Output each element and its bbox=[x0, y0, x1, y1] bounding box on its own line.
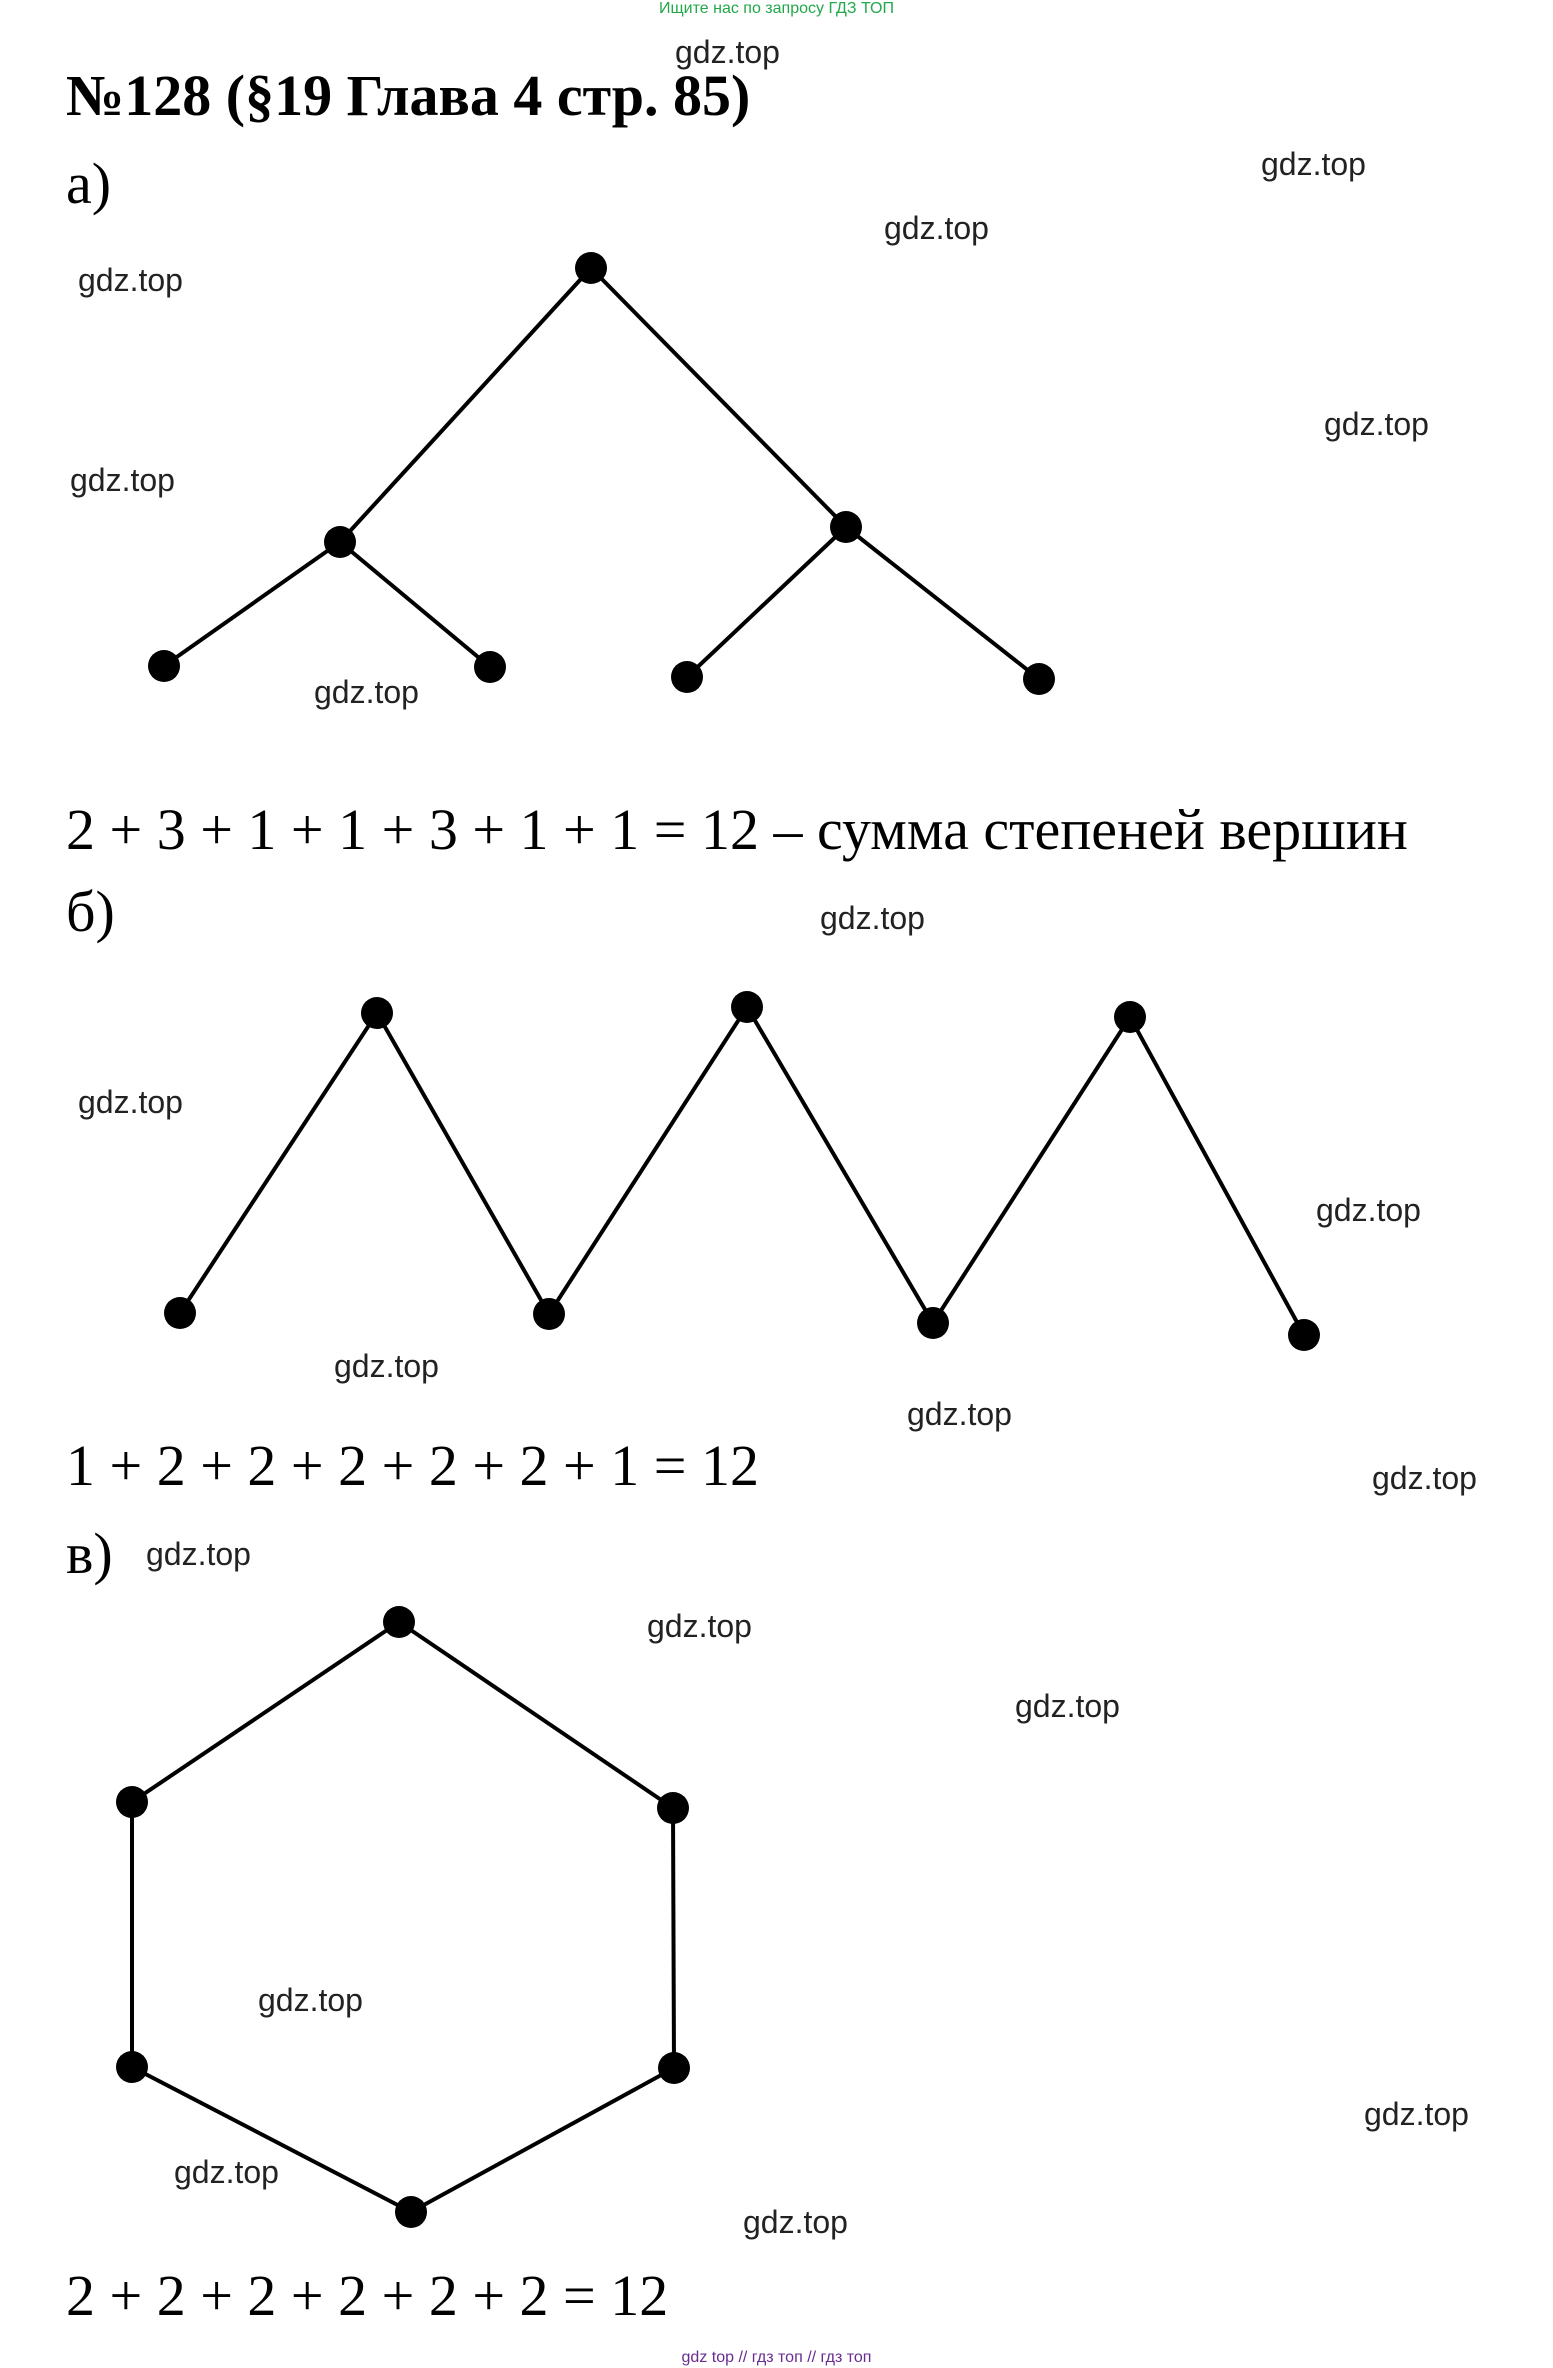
graph-vertex bbox=[116, 1786, 148, 1818]
graph-cycle-edges bbox=[130, 1619, 677, 2215]
graph-edge bbox=[589, 266, 848, 529]
graph-vertex bbox=[164, 1297, 196, 1329]
graph-vertex bbox=[671, 661, 703, 693]
watermark: gdz.top bbox=[78, 1084, 183, 1120]
watermark: gdz.top bbox=[1261, 146, 1366, 182]
watermark: gdz.top bbox=[258, 1982, 363, 2018]
watermark: gdz.top bbox=[907, 1396, 1012, 1432]
graph-vertex bbox=[830, 511, 862, 543]
part-a-label: а) bbox=[66, 151, 112, 216]
part-b-label: б) bbox=[66, 879, 115, 944]
watermark: gdz.top bbox=[743, 2204, 848, 2240]
graph-edge bbox=[162, 540, 342, 668]
watermark: gdz.top bbox=[1372, 1460, 1477, 1496]
graph-vertex bbox=[116, 2051, 148, 2083]
watermark: gdz.top bbox=[174, 2154, 279, 2190]
watermark: gdz.top bbox=[647, 1608, 752, 1644]
graph-edge bbox=[338, 540, 492, 669]
graph-edge bbox=[685, 525, 848, 679]
graph-vertex bbox=[324, 526, 356, 558]
watermark: gdz.top bbox=[78, 262, 183, 298]
graph-vertex bbox=[474, 651, 506, 683]
graph-vertex bbox=[395, 2196, 427, 2228]
watermark: gdz.top bbox=[675, 34, 780, 70]
graph-vertex bbox=[1114, 1001, 1146, 1033]
graph-vertex bbox=[658, 2052, 690, 2084]
graph-vertex bbox=[1288, 1319, 1320, 1351]
part-c-label: в) bbox=[66, 1521, 113, 1586]
watermark: gdz.top bbox=[146, 1536, 251, 1572]
watermark: gdz.top bbox=[314, 674, 419, 710]
graph-vertex bbox=[575, 252, 607, 284]
watermark: gdz.top bbox=[820, 900, 925, 936]
graph-vertex bbox=[731, 991, 763, 1023]
watermark: gdz.top bbox=[884, 210, 989, 246]
watermark: gdz.top bbox=[1316, 1192, 1421, 1228]
footer: gdz top // гдз топ // гдз топ bbox=[681, 2349, 872, 2366]
graph-vertex bbox=[533, 1298, 565, 1330]
watermark: gdz.top bbox=[1364, 2096, 1469, 2132]
watermark: gdz.top bbox=[1324, 406, 1429, 442]
watermark: gdz.top bbox=[70, 462, 175, 498]
top-banner: Ищите нас по запросу ГДЗ ТОП bbox=[659, 0, 894, 17]
graph-vertex bbox=[1023, 663, 1055, 695]
graph-edge bbox=[844, 525, 1041, 681]
graph-vertex bbox=[148, 650, 180, 682]
part-b-equation: 1 + 2 + 2 + 2 + 2 + 2 + 1 = 12 bbox=[66, 1433, 759, 1498]
part-a-equation: 2 + 3 + 1 + 1 + 3 + 1 + 1 = 12 – сумма с… bbox=[66, 797, 1408, 862]
page-title: №128 (§19 Глава 4 стр. 85) bbox=[66, 63, 751, 128]
graph-vertex bbox=[657, 1792, 689, 1824]
graph-vertex bbox=[917, 1307, 949, 1339]
graph-vertex bbox=[383, 1606, 415, 1638]
graph-vertex bbox=[361, 997, 393, 1029]
watermark: gdz.top bbox=[1015, 1688, 1120, 1724]
graph-edge bbox=[338, 266, 593, 544]
watermark: gdz.top bbox=[334, 1348, 439, 1384]
part-c-equation: 2 + 2 + 2 + 2 + 2 + 2 = 12 bbox=[66, 2263, 669, 2328]
